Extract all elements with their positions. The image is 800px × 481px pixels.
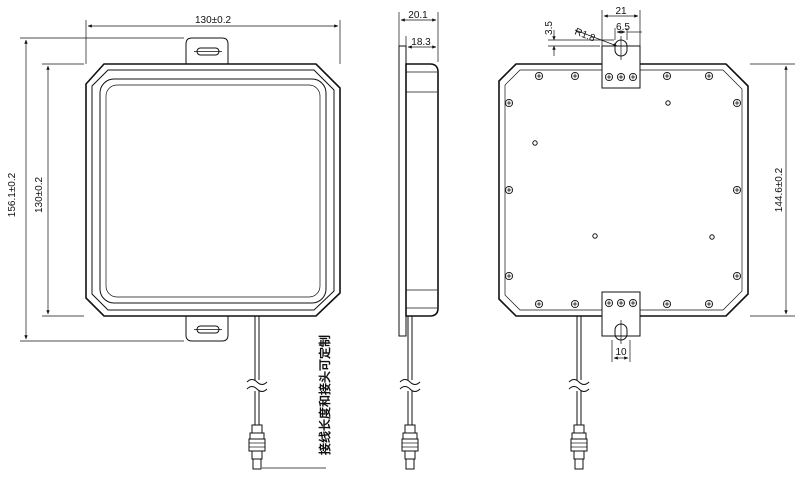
back-bottom-slot-dim: 10 (615, 347, 627, 358)
front-radome (99, 78, 327, 304)
side-depth-inner-dim: 18.3 (411, 37, 431, 48)
side-depth-outer-dim: 20.1 (408, 10, 428, 21)
front-top-mount-tab (185, 37, 229, 64)
front-connector (248, 424, 266, 470)
back-slot-radius-dim: R1.8 (573, 27, 597, 45)
back-plate-screws (504, 71, 742, 309)
front-outer-height-dim: 156.1±0.2 (7, 172, 18, 217)
back-bracket-width-dim: 21 (615, 6, 627, 17)
side-mount-plate (398, 45, 407, 337)
front-view: 130±0.2 156.1±0.2 130±0.2 接线长度和接头可定制 (7, 15, 341, 470)
side-view: 20.1 18.3 (398, 10, 439, 470)
cable-customization-note: 接线长度和接头可定制 (317, 335, 332, 455)
back-view: 21 6.5 R1.8 3.5 144.6±0.2 10 (498, 6, 795, 470)
front-outer-frame (85, 63, 341, 317)
front-inner-height-dim: 130±0.2 (34, 177, 45, 214)
side-connector (401, 424, 419, 470)
back-connector (570, 424, 588, 470)
back-plate (498, 63, 749, 317)
back-slot-width-dim: 6.5 (616, 22, 630, 33)
back-slot-offset-dim: 3.5 (544, 21, 555, 35)
front-bottom-mount-tab (185, 316, 229, 342)
front-width-dim: 130±0.2 (195, 15, 232, 26)
back-height-dim: 144.6±0.2 (774, 167, 785, 212)
side-body (405, 63, 439, 317)
